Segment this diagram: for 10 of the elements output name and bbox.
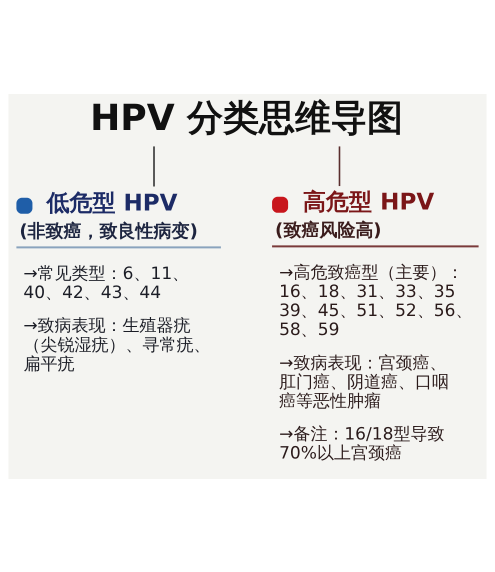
node-label: →备注：16/18型导致70%以上宫颈癌 [279,424,444,464]
node-label: →常见类型：6、11、40、42、43、44 [23,264,190,303]
node-label: 高危型 HPV [303,189,434,216]
node-label: 低危型 HPV [46,190,178,216]
connector [153,146,155,186]
node-label: →高危致癌型（主要）：16、18、31、33、35 39、45、51、52、56、58、59 [279,262,472,340]
node-label: →致病表现：宫颈癌、肛门癌、阴道癌、口咽癌等恶性肿瘤 [279,352,450,411]
connector [338,146,340,186]
node-text: HPV 分类思维导图 [90,96,404,138]
node-label: →致病表现：生殖器疣（尖锐湿疣）、寻常疣、扁平疣 [23,316,210,374]
